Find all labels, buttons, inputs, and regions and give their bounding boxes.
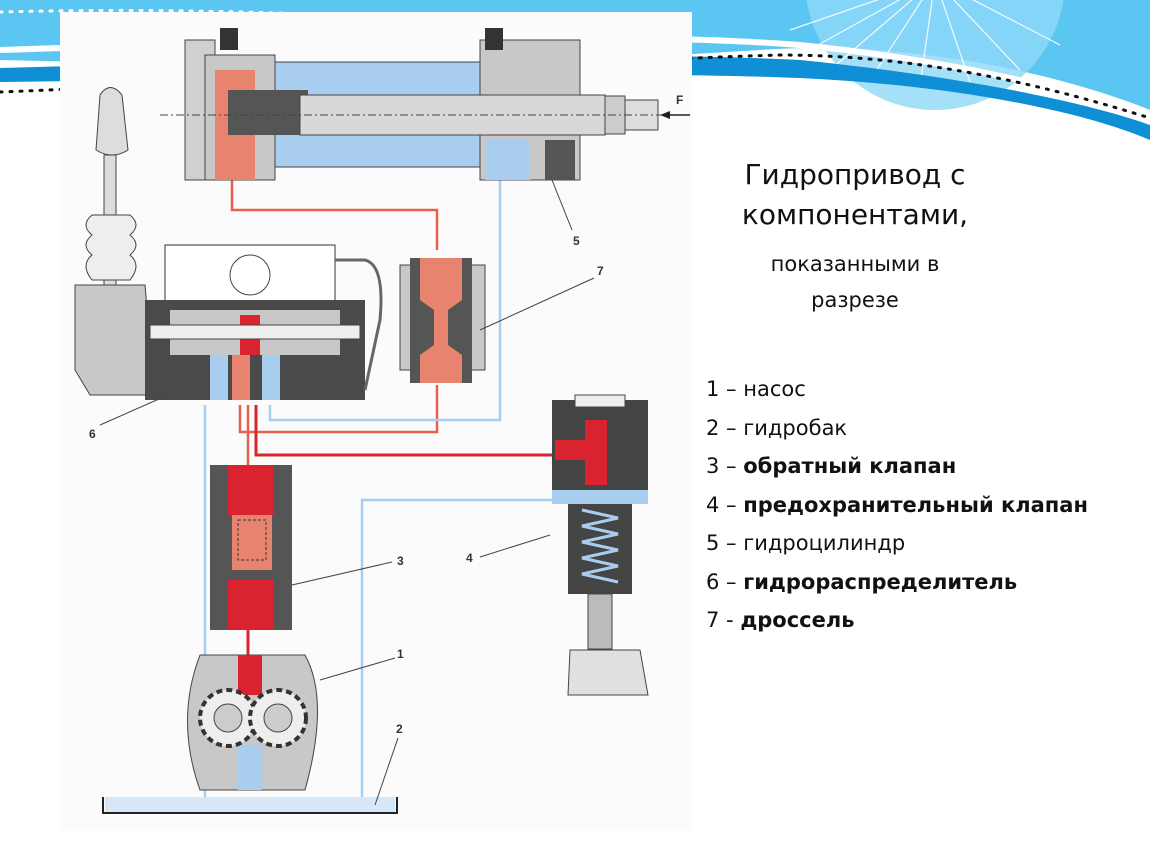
callout-4: 4 [466, 551, 473, 565]
legend-item: 2 – гидробак [706, 415, 848, 440]
relief-valve [552, 394, 649, 696]
legend-item: 7 - дроссель [706, 608, 855, 632]
throttle-valve [399, 258, 486, 383]
callout-7: 7 [597, 264, 604, 278]
pressure-lines [230, 180, 439, 465]
high-pressure-lines [246, 405, 555, 660]
callout-6: 6 [89, 427, 96, 441]
callout-1: 1 [397, 647, 404, 661]
hydraulic-drive-diagram: F [60, 12, 692, 830]
callout-3: 3 [397, 554, 404, 568]
legend-item: 6 – гидрораспределитель [706, 569, 1018, 594]
legend-item: 1 – насос [706, 377, 806, 401]
force-label: F [676, 93, 683, 107]
title-line-2: компонентами, [741, 198, 969, 231]
legend-item: 3 – обратный клапан [706, 454, 957, 478]
component-legend: 1 – насос 2 – гидробак 3 – обратный клап… [706, 370, 1088, 640]
slide-title: Гидропривод с компонентами, [700, 155, 1010, 235]
callout-5: 5 [573, 234, 580, 248]
title-line-1: Гидропривод с [744, 158, 966, 191]
title-line-3: показанными в [770, 252, 940, 276]
callout-leaders [99, 179, 595, 806]
check-valve [210, 465, 292, 630]
gear-pump [187, 654, 318, 791]
legend-item: 5 – гидроцилиндр [706, 531, 906, 555]
slide-subtitle: показанными в разрезе [700, 246, 1010, 318]
legend-item: 4 – предохранительный клапан [706, 492, 1088, 517]
directional-valve [145, 244, 383, 400]
title-line-4: разрезе [811, 288, 899, 312]
hydraulic-cylinder: F [160, 28, 690, 181]
tank [102, 797, 398, 814]
callout-2: 2 [396, 722, 403, 736]
